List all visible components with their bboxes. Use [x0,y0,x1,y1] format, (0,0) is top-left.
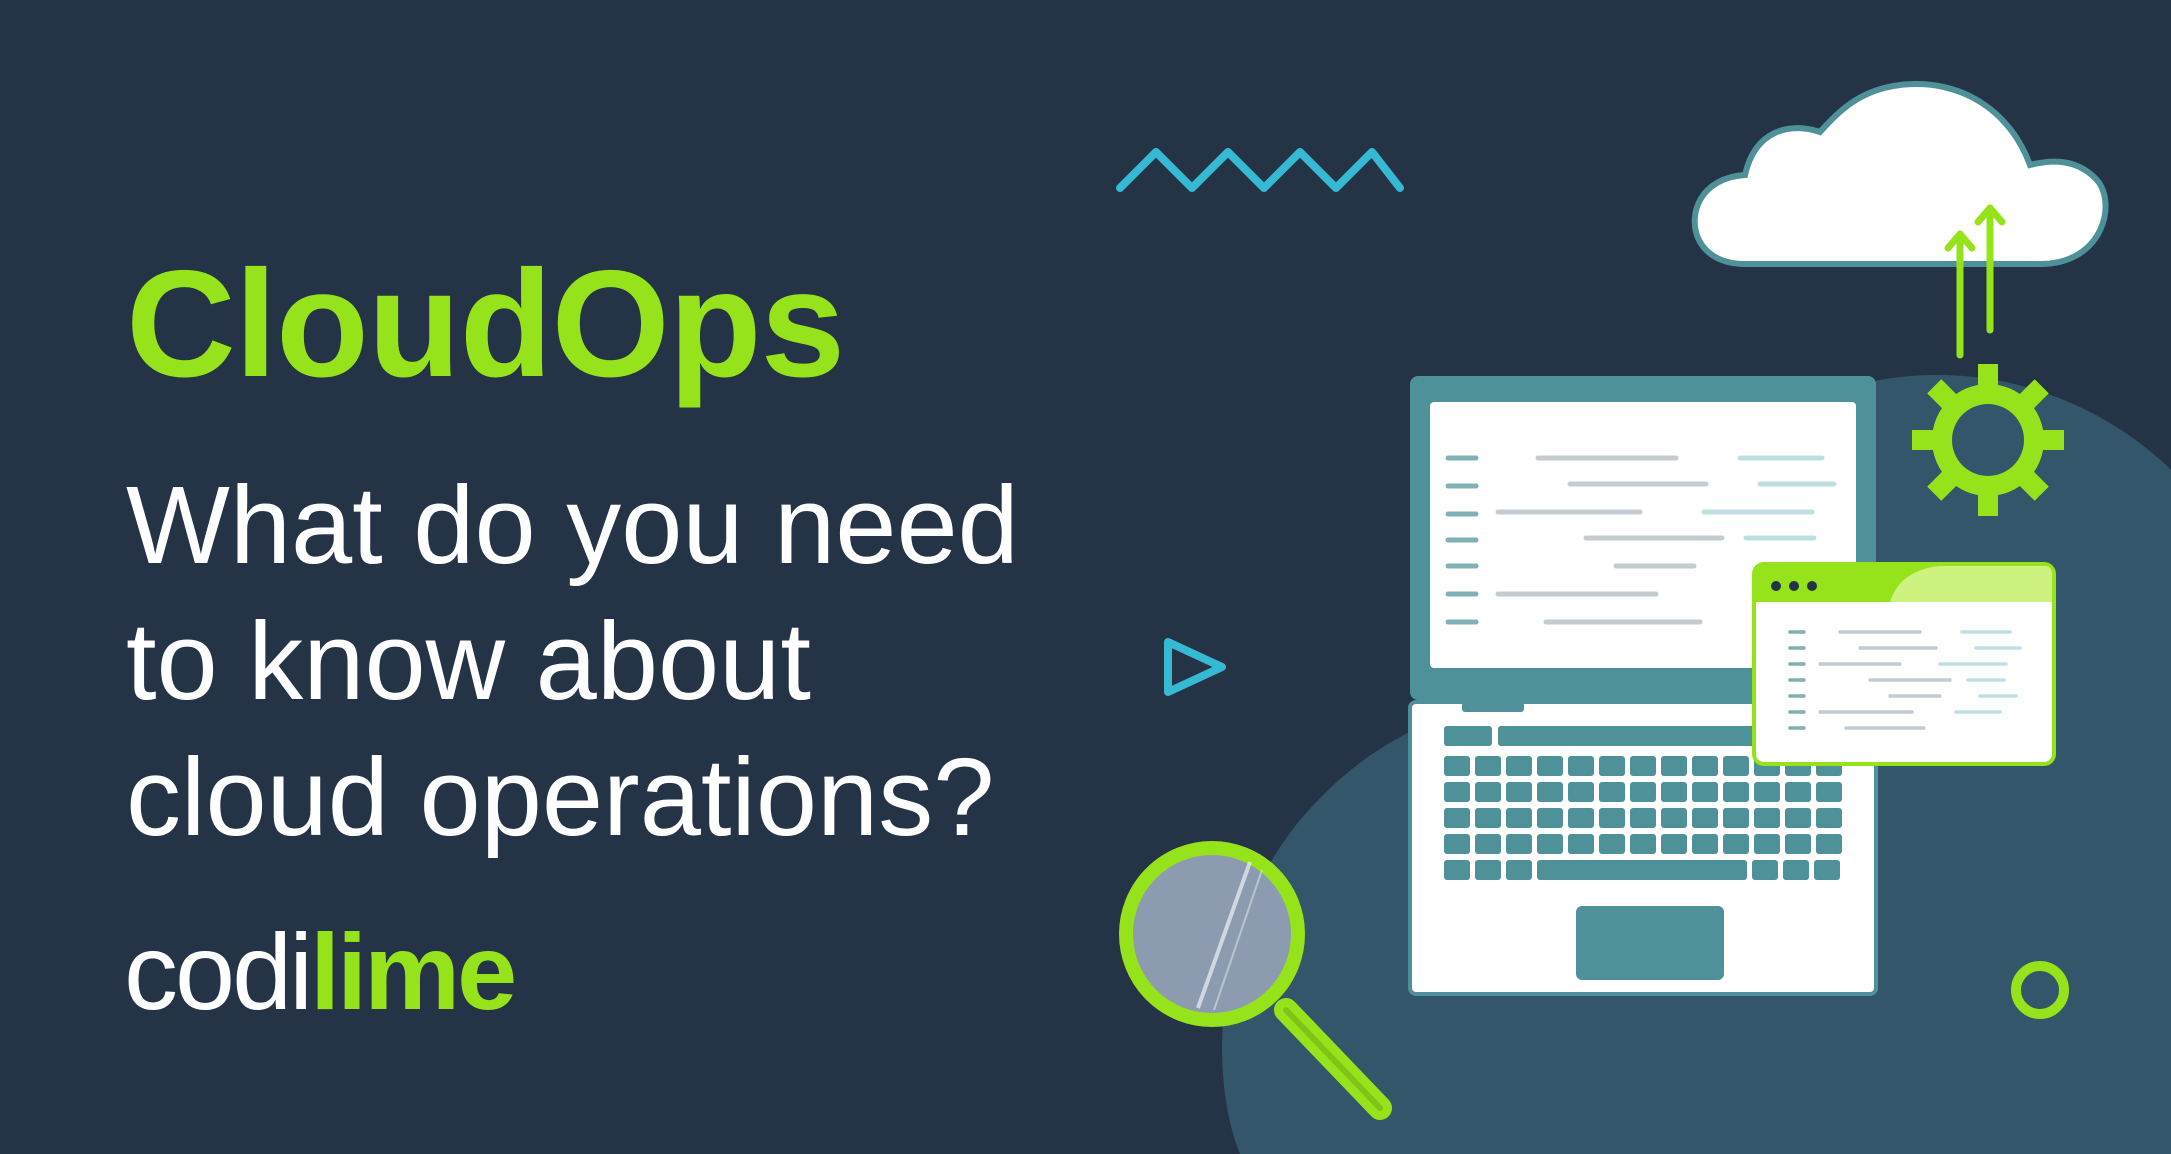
keyboard-key [1752,860,1778,880]
gear-icon [1912,364,2064,516]
keyboard-key [1444,808,1470,828]
keyboard-key [1661,782,1687,802]
keyboard-key [1754,782,1780,802]
keyboard-key [1568,808,1594,828]
keyboard-key [1444,834,1470,854]
keyboard-key [1630,782,1656,802]
keyboard-key [1630,808,1656,828]
keyboard-key [1723,808,1749,828]
keyboard-key [1785,808,1811,828]
keyboard-key [1692,808,1718,828]
keyboard-key [1599,756,1625,776]
keyboard-key [1692,756,1718,776]
keyboard-key [1816,808,1842,828]
keyboard-key [1783,860,1809,880]
keyboard-key [1475,756,1501,776]
page-title: CloudOps [126,239,845,409]
keyboard-key [1661,808,1687,828]
keyboard-key [1537,756,1563,776]
keyboard-key [1754,808,1780,828]
keyboard-key [1630,834,1656,854]
keyboard-key [1475,808,1501,828]
ring-icon [2011,961,2069,1019]
keyboard-key [1816,834,1842,854]
keyboard-key [1444,860,1470,880]
logo-part-lime: lime [310,911,517,1032]
codilime-logo: codilime [124,918,517,1026]
keyboard [1444,756,1842,880]
keyboard-key [1537,782,1563,802]
cloud-icon [1691,81,2109,267]
upload-arrows-icon [1944,204,2006,359]
keyboard-key [1661,756,1687,776]
keyboard-key [1506,834,1532,854]
keyboard-key [1568,782,1594,802]
zigzag-icon [1116,148,1404,192]
keyboard-key [1661,834,1687,854]
keyboard-key [1599,808,1625,828]
keyboard-key [1599,782,1625,802]
keyboard-key [1785,782,1811,802]
headline-line-1: What do you need [126,464,1019,587]
keyboard-key [1599,834,1625,854]
keyboard-key [1475,834,1501,854]
keyboard-key [1723,782,1749,802]
magnifier-icon [1119,841,1392,1120]
keyboard-key [1506,756,1532,776]
keyboard-key [1444,756,1470,776]
keyboard-key [1537,808,1563,828]
keyboard-key [1785,834,1811,854]
keyboard-key [1537,834,1563,854]
keyboard-key [1537,860,1747,880]
keyboard-key [1630,756,1656,776]
keyboard-key [1506,808,1532,828]
keyboard-key [1506,860,1532,880]
logo-part-codi: codi [124,911,313,1032]
keyboard-key [1444,782,1470,802]
keyboard-key [1475,782,1501,802]
browser-window-icon [1752,562,2056,766]
keyboard-key [1568,756,1594,776]
keyboard-key [1816,782,1842,802]
keyboard-key [1692,834,1718,854]
headline-line-2: to know about [126,600,811,723]
keyboard-key [1754,834,1780,854]
keyboard-key [1723,834,1749,854]
keyboard-key [1506,782,1532,802]
headline-line-3: cloud operations? [126,736,995,859]
keyboard-key [1814,860,1840,880]
keyboard-key [1723,756,1749,776]
keyboard-key [1692,782,1718,802]
play-triangle-icon [1164,638,1226,696]
keyboard-key [1568,834,1594,854]
headline: What do you need to know about cloud ope… [126,458,1126,866]
keyboard-key [1475,860,1501,880]
